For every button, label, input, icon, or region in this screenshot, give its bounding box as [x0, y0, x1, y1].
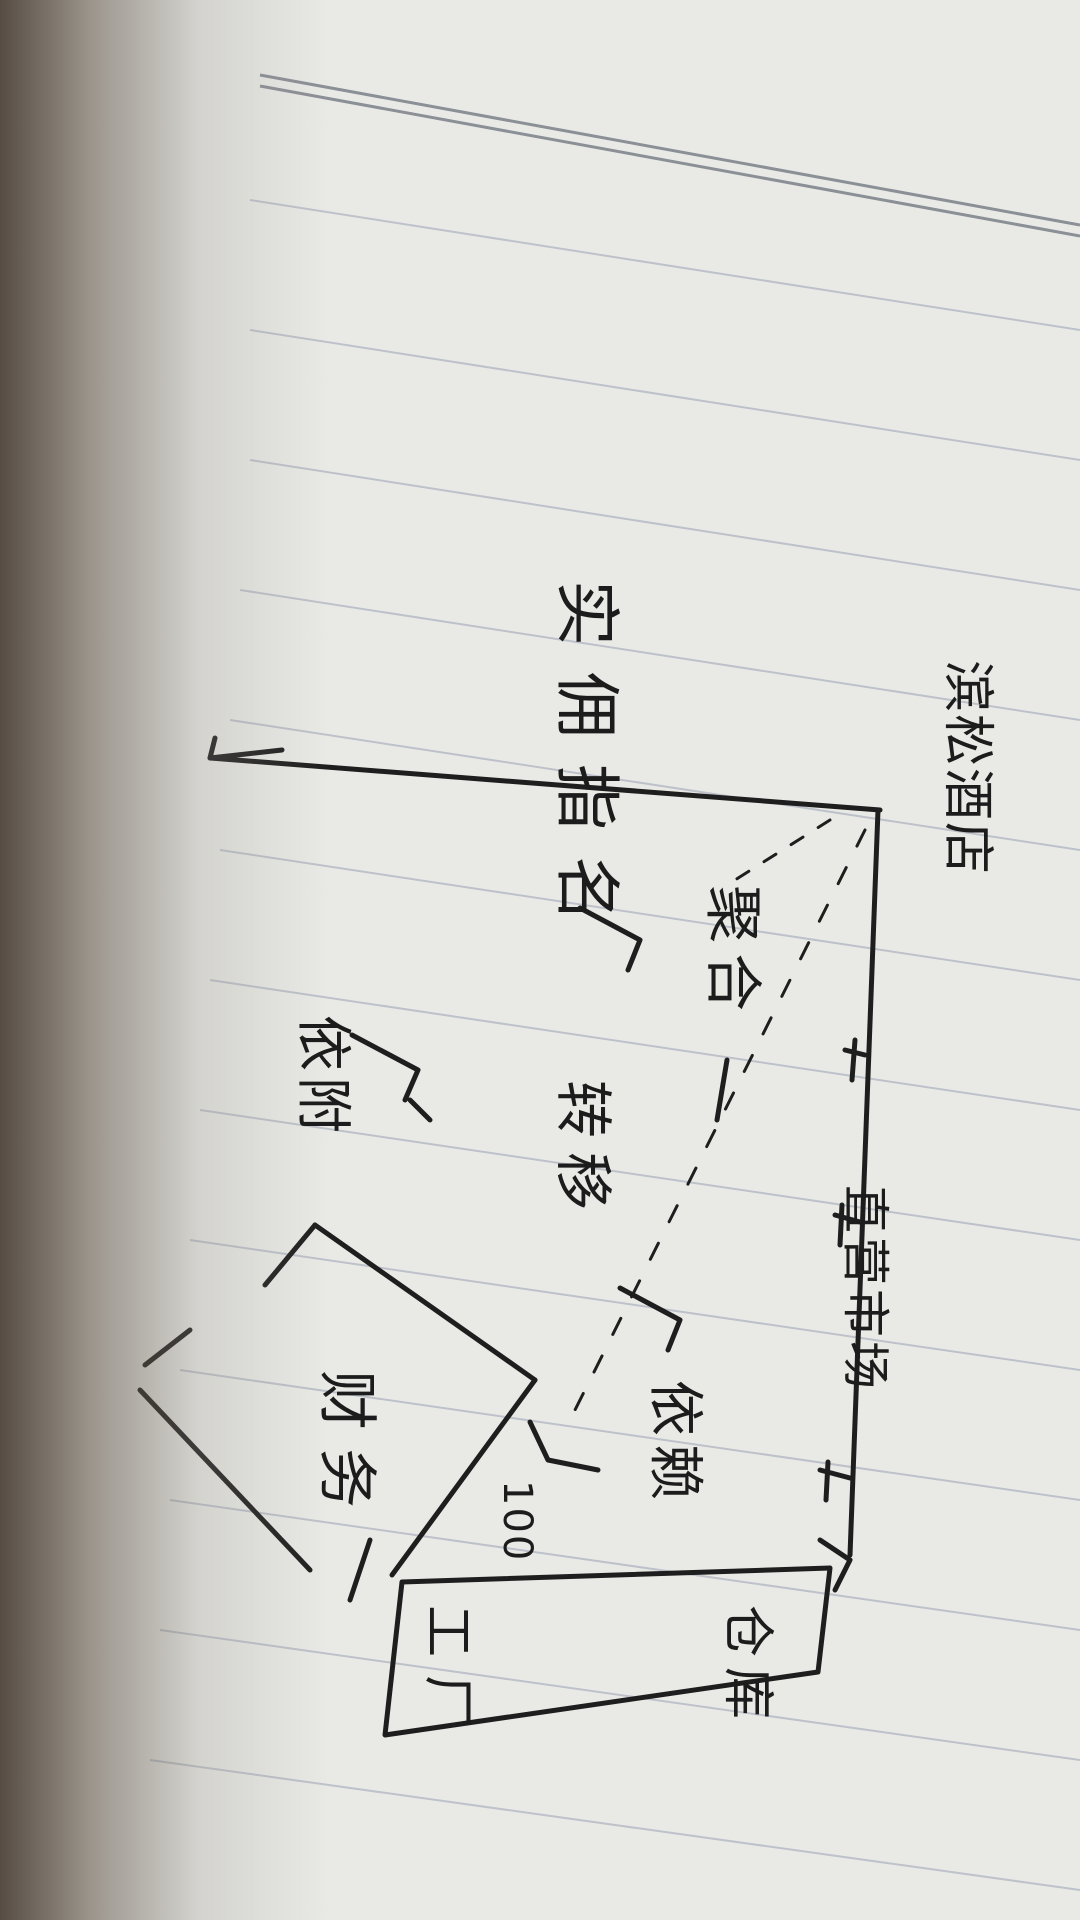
- direct-market-label: 直营市场: [837, 1185, 893, 1394]
- return-flow-label: 依赖: [642, 1380, 707, 1508]
- aggregate-label: 聚合: [699, 885, 767, 1022]
- price-label: 100: [494, 1480, 540, 1563]
- title-label: 滨松酒店: [937, 660, 997, 877]
- bypass-label: 依附: [290, 1015, 355, 1139]
- guide-label: 实佣指名: [548, 580, 625, 948]
- warehouse-label: 仓库: [717, 1605, 777, 1730]
- finance-label: 财务: [311, 1370, 381, 1526]
- transfer-label: 转移: [549, 1080, 617, 1225]
- factory-label: 工厂: [417, 1605, 477, 1746]
